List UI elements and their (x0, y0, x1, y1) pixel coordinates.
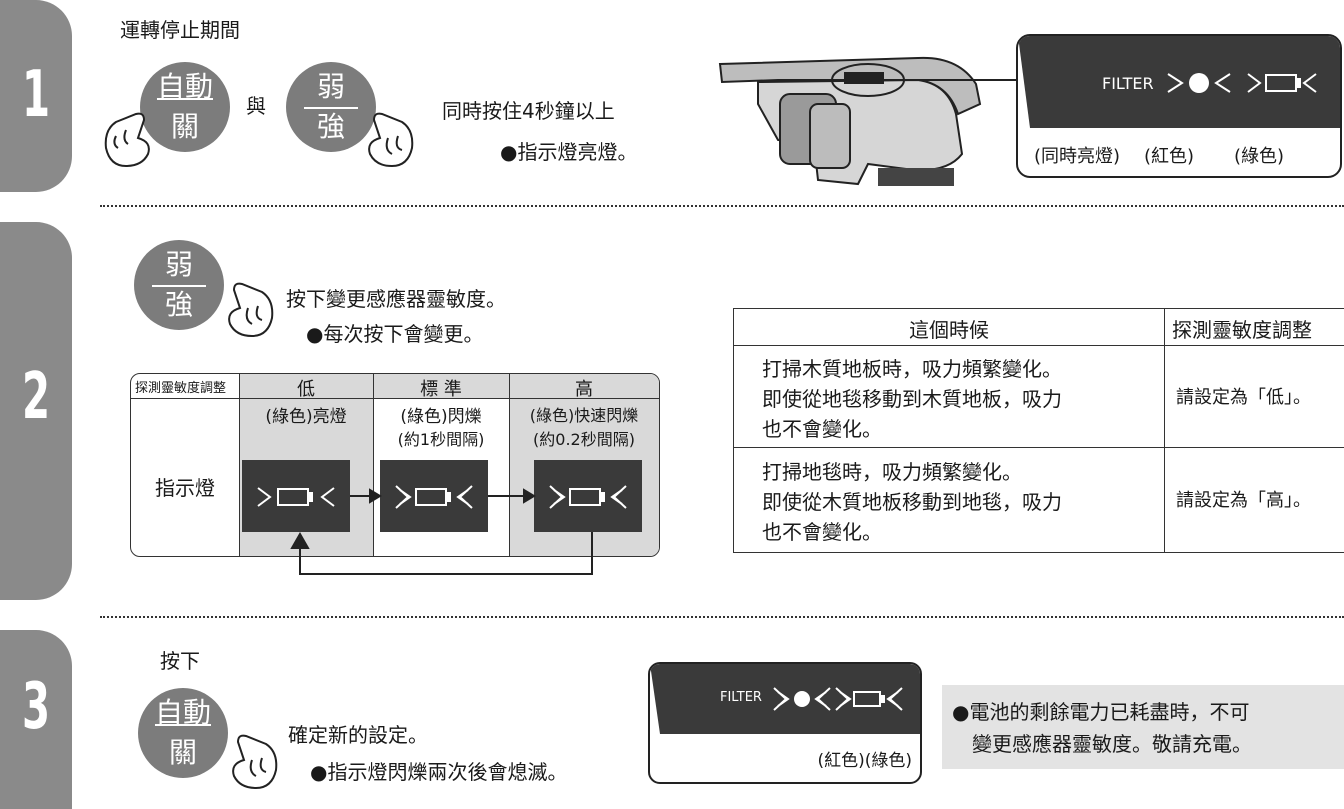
hand-press-icon (104, 112, 150, 168)
auto-off-button: 自動 關 (140, 62, 230, 152)
auto-off-button: 自動 關 (138, 688, 228, 778)
grid-line (734, 345, 1344, 346)
grid-line (131, 398, 659, 399)
situation-carpet-line3: 也不會變化。 (762, 520, 882, 544)
indicator-standard (380, 460, 488, 532)
level-high: 高 (575, 379, 593, 400)
shade-header (239, 374, 659, 398)
battery-icon (257, 487, 335, 507)
step-3-number: 3 (21, 670, 51, 744)
step-2-number: 2 (21, 360, 51, 434)
step-3-tab (0, 630, 72, 809)
step-1-title: 運轉停止期間 (120, 18, 240, 42)
caption-green: (綠色) (1234, 146, 1285, 167)
situation-wood-line1: 打掃木質地板時，吸力頻繁變化。 (762, 357, 1062, 381)
callout-line (904, 79, 1016, 81)
step-3-title: 按下 (160, 649, 200, 673)
weak-label: 弱 (164, 248, 193, 281)
situation-carpet-line2: 即使從木質地板移動到地毯，吸力 (762, 490, 1062, 514)
weak-label: 弱 (316, 70, 345, 103)
caption-simultaneous: (同時亮燈) (1034, 146, 1121, 167)
section-divider (100, 616, 1344, 618)
caption-red: (紅色) (1144, 146, 1195, 167)
button-divider (152, 285, 206, 287)
step-2-instruction: 按下變更感應器靈敏度。 (286, 287, 506, 311)
interval-standard: (約1秒間隔) (397, 430, 485, 449)
interval-high: (約0.2秒間隔) (533, 430, 635, 449)
button-divider (304, 107, 358, 109)
auto-label: 自動 (154, 696, 211, 729)
step-1-number: 1 (21, 58, 51, 132)
step-2-note: ●每次按下會變更。 (306, 322, 484, 346)
grid-line (1164, 309, 1165, 552)
state-standard: (綠色)閃爍 (400, 407, 482, 427)
step-1-tab (0, 0, 72, 192)
setting-low: 請設定為「低」。 (1176, 387, 1311, 408)
off-label: 關 (170, 110, 199, 143)
strong-label: 強 (164, 288, 193, 321)
hand-press-icon (368, 112, 414, 168)
info-header-adjustment: 探測靈敏度調整 (1172, 318, 1312, 342)
step-1-note: ●指示燈亮燈。 (500, 140, 638, 164)
battery-note-box: ●電池的剩餘電力已耗盡時，不可 變更感應器靈敏度。敬請充電。 (942, 685, 1344, 769)
step-3-note: ●指示燈閃爍兩次後會熄滅。 (310, 760, 568, 784)
cycle-arrows (290, 488, 593, 575)
row-label-indicator: 指示燈 (155, 476, 215, 500)
indicator-low (242, 460, 350, 532)
situation-carpet-line1: 打掃地毯時，吸力頻繁變化。 (762, 460, 1022, 484)
battery-blink-icon (395, 485, 473, 509)
filter-panel-step1: FILTER (同時亮燈) (紅色) (綠色) (1016, 34, 1342, 178)
grid-line (509, 374, 510, 556)
step-2-tab (0, 222, 72, 600)
strong-label: 強 (316, 110, 345, 143)
filter-label: FILTER (1102, 74, 1154, 93)
battery-note-line1: ●電池的剩餘電力已耗盡時，不可 (952, 700, 1250, 724)
red-blink-icon (773, 687, 831, 711)
battery-blink-icon (835, 687, 903, 711)
situation-wood-line3: 也不會變化。 (762, 417, 882, 441)
vacuum-cleaner-illustration (718, 56, 982, 186)
level-low: 低 (297, 379, 315, 400)
state-low: (綠色)亮燈 (265, 407, 347, 427)
red-indicator-icon (1167, 73, 1231, 93)
power-button: 弱 強 (134, 240, 224, 330)
state-high: (綠色)快速閃爍 (529, 406, 639, 425)
grid-line (373, 374, 374, 556)
level-standard: 標 準 (420, 379, 462, 400)
grid-line (239, 374, 240, 556)
battery-indicator-icon (1247, 73, 1317, 93)
battery-note-line2: 變更感應器靈敏度。敬請充電。 (972, 732, 1252, 756)
indicator-high (534, 460, 642, 532)
grid-line (734, 447, 1344, 448)
power-button: 弱 強 (286, 62, 376, 152)
battery-fast-blink-icon (549, 485, 627, 509)
table-header-label: 探測靈敏度調整 (135, 381, 227, 396)
filter-panel-step3: FILTER (紅色)(綠色) (648, 662, 922, 784)
panel-caption: (紅色)(綠色) (817, 751, 912, 771)
step-3-instruction: 確定新的設定。 (288, 723, 428, 747)
hand-press-icon (228, 282, 274, 338)
situation-wood-line2: 即使從地毯移動到木質地板，吸力 (762, 387, 1062, 411)
section-divider (100, 205, 1344, 207)
auto-label: 自動 (156, 70, 213, 103)
and-text: 與 (246, 94, 266, 118)
info-table: 這個時候 探測靈敏度調整 打掃木質地板時，吸力頻繁變化。 即使從地毯移動到木質地… (733, 308, 1344, 553)
info-header-situation: 這個時候 (909, 318, 989, 342)
filter-label: FILTER (720, 690, 762, 705)
hand-press-icon (232, 734, 278, 790)
step-1-instruction: 同時按住4秒鐘以上 (442, 99, 615, 123)
off-label: 關 (168, 736, 197, 769)
setting-high: 請設定為「高」。 (1176, 490, 1311, 511)
